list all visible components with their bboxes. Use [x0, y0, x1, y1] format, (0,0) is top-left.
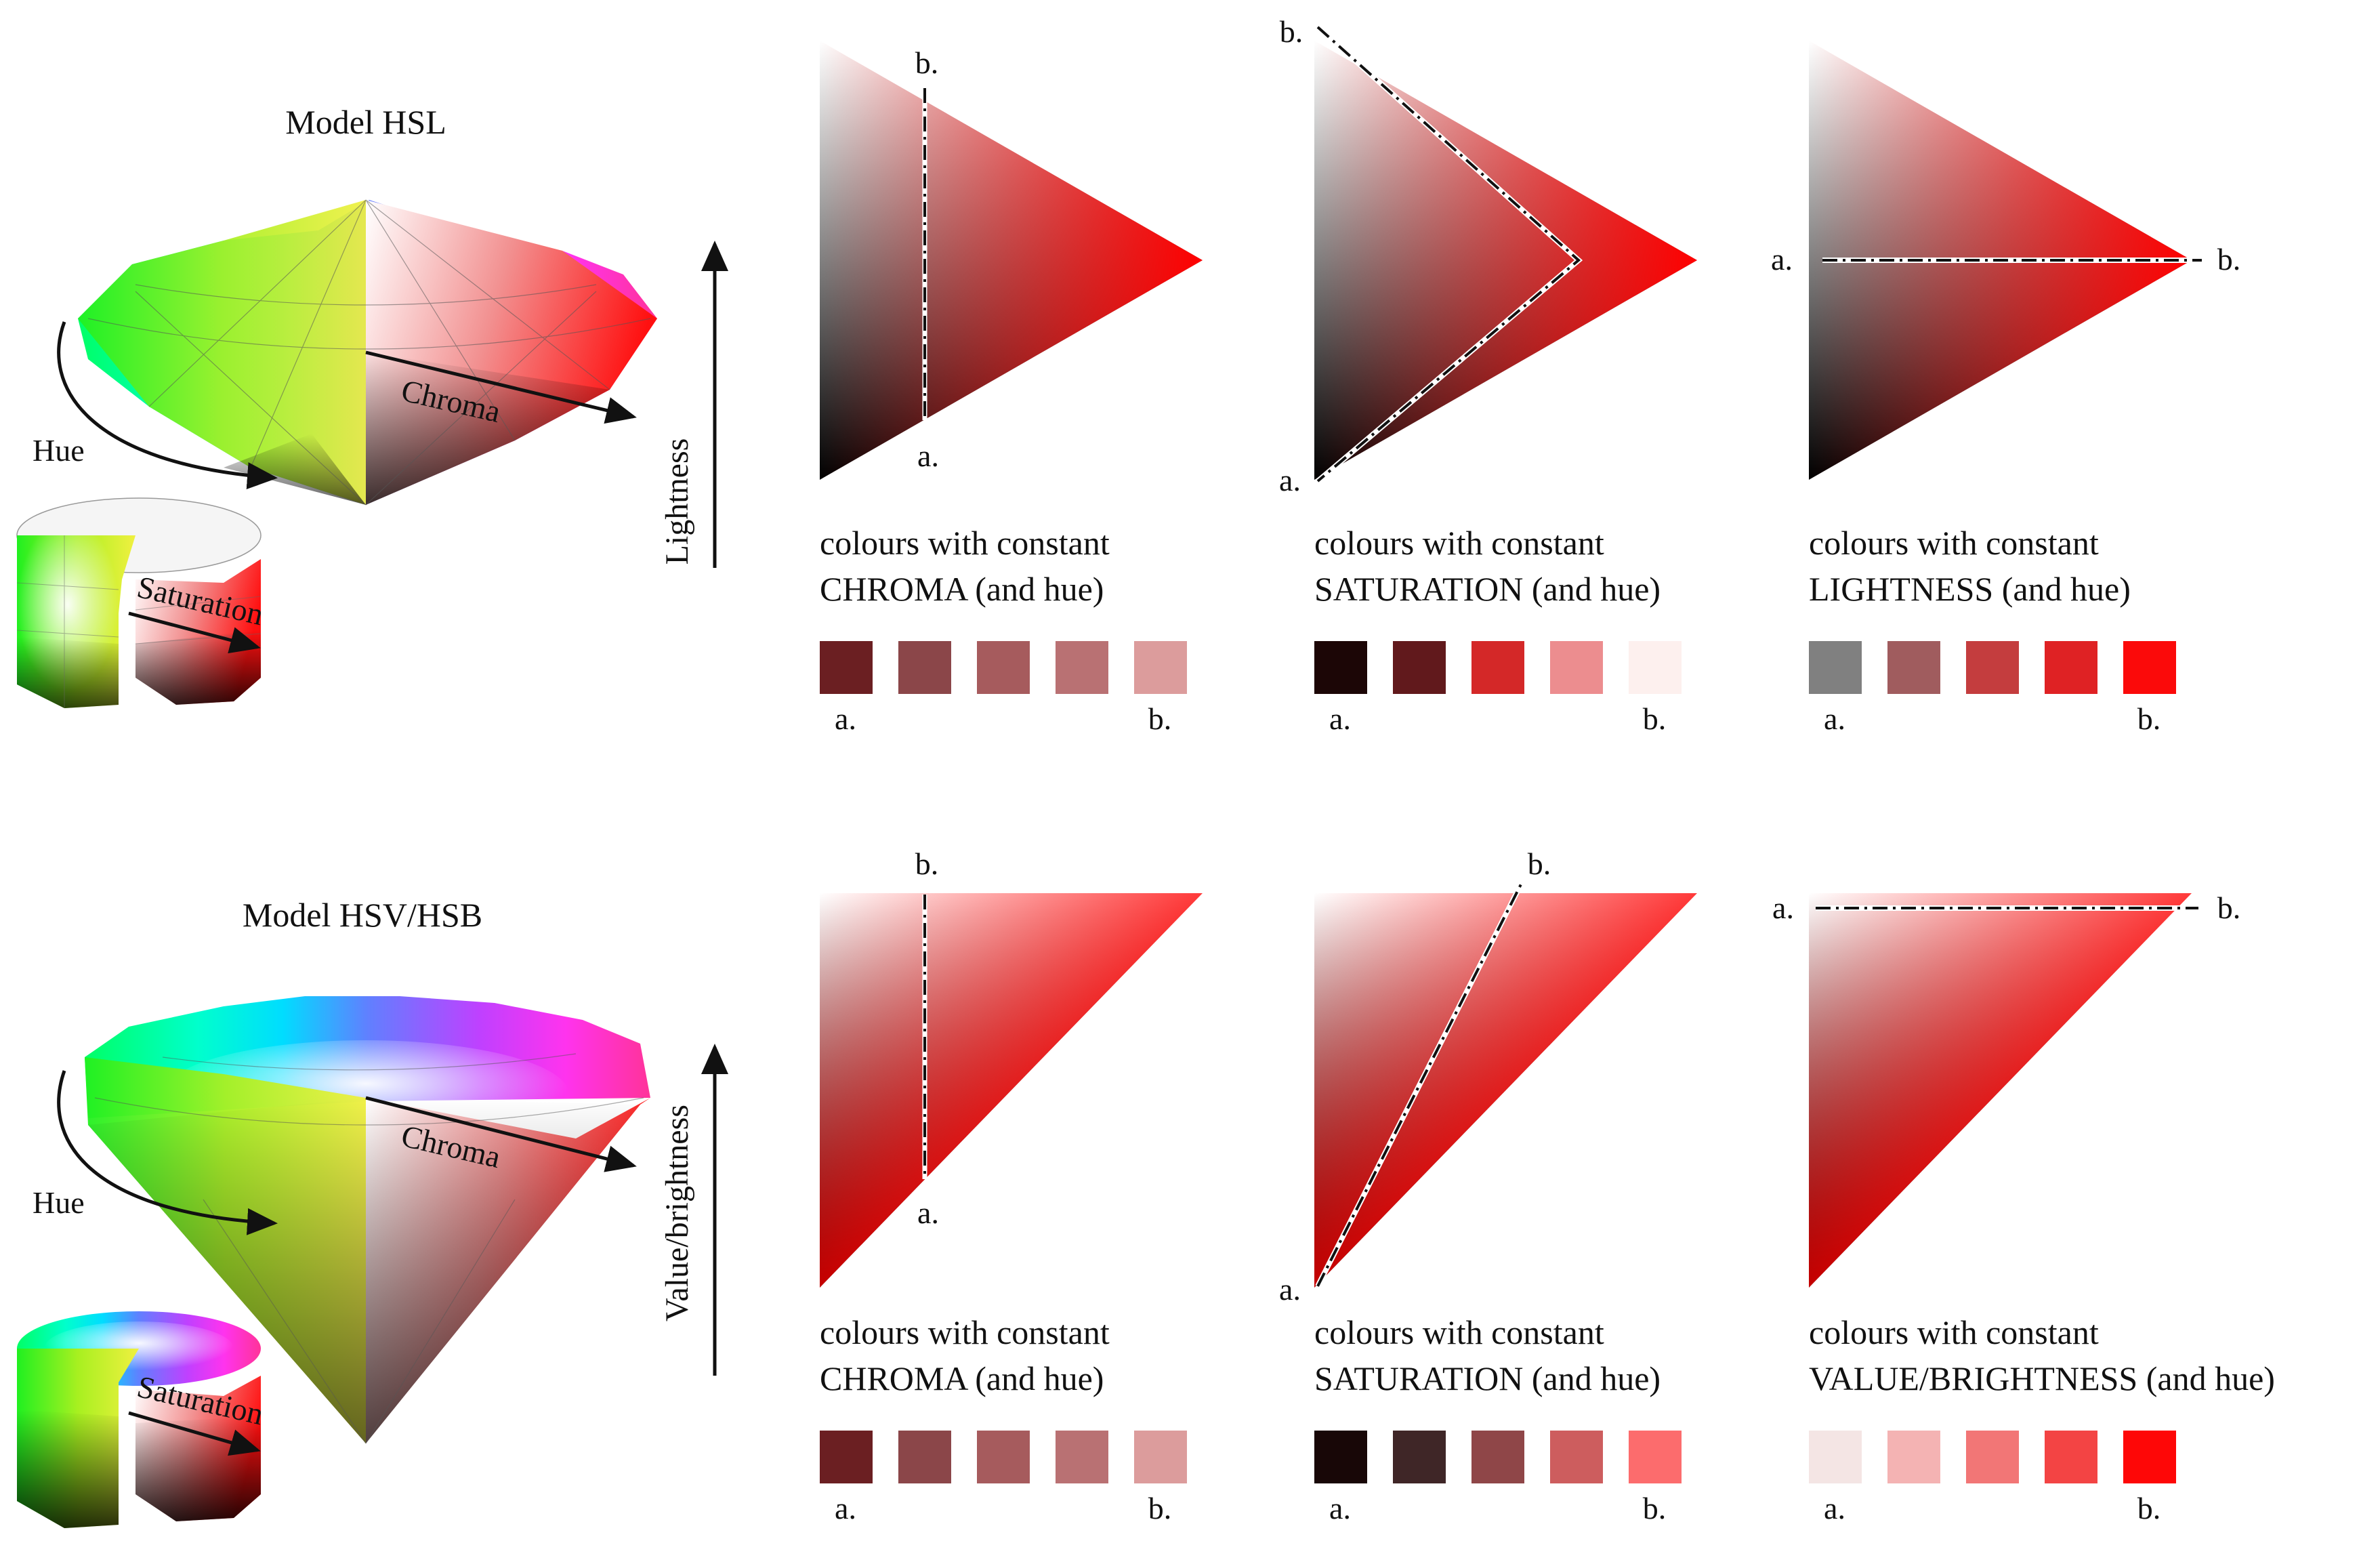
color-swatch: [1393, 1431, 1446, 1483]
color-swatch: [2123, 641, 2176, 694]
hsl-saturation-a-label: a.: [1279, 463, 1301, 497]
color-swatch: [1629, 1431, 1682, 1483]
hsv-saturation-swatches: [1314, 1431, 1682, 1483]
color-swatch: [1134, 1431, 1187, 1483]
hsv-value-caption-line1: colours with constant: [1809, 1313, 2099, 1351]
color-swatch: [1314, 641, 1367, 694]
color-swatch: [820, 1431, 873, 1483]
hsl-chroma-b-label: b.: [915, 45, 939, 80]
hsl-chroma-caption-line2: CHROMA (and hue): [820, 570, 1104, 608]
hsv-chroma-arrow: [365, 1096, 637, 1172]
hsv-chroma-caption-line2: CHROMA (and hue): [820, 1359, 1104, 1397]
hsl-section: Model HSL Hue Chroma: [16, 14, 2240, 736]
hsv-saturation-panel: b. a. colours with constant SATURATION (…: [1279, 846, 1697, 1525]
hsl-chroma-arrow: [365, 350, 637, 424]
hsl-model-title: Model HSL: [285, 103, 446, 141]
hsv-chroma-caption-line1: colours with constant: [820, 1313, 1110, 1351]
hsl-lightness-swatch-a: a.: [1824, 701, 1845, 736]
color-swatch: [1966, 1431, 2019, 1483]
hsv-section: Model HSV/HSB Hue Chroma: [17, 846, 2275, 1528]
hsv-value-swatch-a: a.: [1824, 1491, 1845, 1525]
color-swatch: [1629, 641, 1682, 694]
hsv-saturation-caption-line1: colours with constant: [1314, 1313, 1604, 1351]
hsl-saturation-b-label: b.: [1280, 14, 1303, 49]
color-swatch: [2045, 1431, 2097, 1483]
hsv-saturation-b-label: b.: [1528, 846, 1551, 881]
hsl-saturation-caption-line2: SATURATION (and hue): [1314, 570, 1661, 608]
color-swatch: [1471, 1431, 1524, 1483]
color-swatch: [1966, 641, 2019, 694]
color-swatch: [1471, 641, 1524, 694]
hsl-chroma-caption-line1: colours with constant: [820, 524, 1110, 562]
color-swatch: [1809, 1431, 1862, 1483]
hsv-hue-label: Hue: [33, 1185, 85, 1220]
color-swatch: [1887, 641, 1940, 694]
color-swatch: [1809, 641, 1862, 694]
hsl-lightness-swatch-b: b.: [2137, 701, 2161, 736]
hsl-chroma-swatches: [820, 641, 1187, 694]
color-swatch: [1134, 641, 1187, 694]
hsl-chroma-swatch-b: b.: [1148, 701, 1172, 736]
hsl-saturation-panel: b. a. colours with constant SATURATION (…: [1279, 14, 1697, 736]
hsl-bicone-illustration: Hue Chroma: [33, 199, 657, 506]
color-swatch: [1314, 1431, 1367, 1483]
hsv-value-a-label: a.: [1772, 890, 1794, 925]
color-swatch: [898, 641, 951, 694]
color-swatch: [2123, 1431, 2176, 1483]
color-swatch: [1056, 641, 1108, 694]
hsv-chroma-panel: b. a. colours with constant CHROMA (and …: [820, 846, 1203, 1525]
hsl-lightness-b-label: b.: [2217, 242, 2241, 276]
hsl-saturation-caption-line1: colours with constant: [1314, 524, 1604, 562]
hsl-hue-arrow: [57, 321, 278, 490]
lightness-axis-label: Lightness: [659, 438, 695, 565]
hsl-hue-label: Hue: [33, 433, 85, 468]
color-swatch: [977, 1431, 1030, 1483]
hsl-lightness-a-label: a.: [1771, 242, 1793, 276]
color-swatch: [1550, 641, 1603, 694]
hsl-lightness-caption-line1: colours with constant: [1809, 524, 2099, 562]
hsv-hue-arrow: [57, 1070, 278, 1235]
hsv-chroma-swatches: [820, 1431, 1187, 1483]
hsv-value-caption-line2: VALUE/BRIGHTNESS (and hue): [1809, 1359, 2275, 1397]
value-axis-label: Value/brightness: [659, 1105, 695, 1321]
color-swatch: [898, 1431, 951, 1483]
hsv-model-title: Model HSV/HSB: [243, 896, 482, 934]
hsl-lightness-caption-line2: LIGHTNESS (and hue): [1809, 570, 2131, 608]
hsv-chroma-b-label: b.: [915, 846, 939, 881]
hsv-cone-illustration: Hue Chroma: [33, 996, 650, 1444]
hsl-saturation-swatches: [1314, 641, 1682, 694]
hsv-cylinder-illustration: Saturation: [17, 1311, 266, 1528]
hsv-value-swatches: [1809, 1431, 2176, 1483]
hsv-chroma-swatch-a: a.: [835, 1491, 856, 1525]
color-swatch: [1393, 641, 1446, 694]
hsv-saturation-arrow: [128, 1411, 261, 1456]
hsl-chroma-panel: b. a. colours with constant CHROMA (and …: [820, 41, 1203, 736]
hsl-saturation-swatch-b: b.: [1643, 701, 1667, 736]
hsv-saturation-a-label: a.: [1279, 1272, 1301, 1307]
hsl-cylinder-illustration: Saturation: [16, 497, 266, 708]
color-swatch: [1550, 1431, 1603, 1483]
hsv-value-b-label: b.: [2217, 890, 2241, 925]
hsv-value-panel: a. b. colours with constant VALUE/BRIGHT…: [1772, 890, 2275, 1525]
hsl-saturation-arrow: [128, 611, 261, 654]
hsl-chroma-a-label: a.: [917, 438, 939, 473]
hsl-saturation-swatch-a: a.: [1329, 701, 1351, 736]
hsv-chroma-a-label: a.: [917, 1195, 939, 1230]
color-swatch: [977, 641, 1030, 694]
hsv-saturation-swatch-b: b.: [1643, 1491, 1667, 1525]
color-swatch: [1887, 1431, 1940, 1483]
color-swatch: [1056, 1431, 1108, 1483]
hsl-lightness-swatches: [1809, 641, 2176, 694]
hsl-lightness-panel: a. b. colours with constant LIGHTNESS (a…: [1771, 41, 2240, 736]
hsv-saturation-caption-line2: SATURATION (and hue): [1314, 1359, 1661, 1397]
hsl-chroma-swatch-a: a.: [835, 701, 856, 736]
hsv-saturation-swatch-a: a.: [1329, 1491, 1351, 1525]
color-swatch: [2045, 641, 2097, 694]
hsv-value-swatch-b: b.: [2137, 1491, 2161, 1525]
hsv-chroma-swatch-b: b.: [1148, 1491, 1172, 1525]
color-swatch: [820, 641, 873, 694]
